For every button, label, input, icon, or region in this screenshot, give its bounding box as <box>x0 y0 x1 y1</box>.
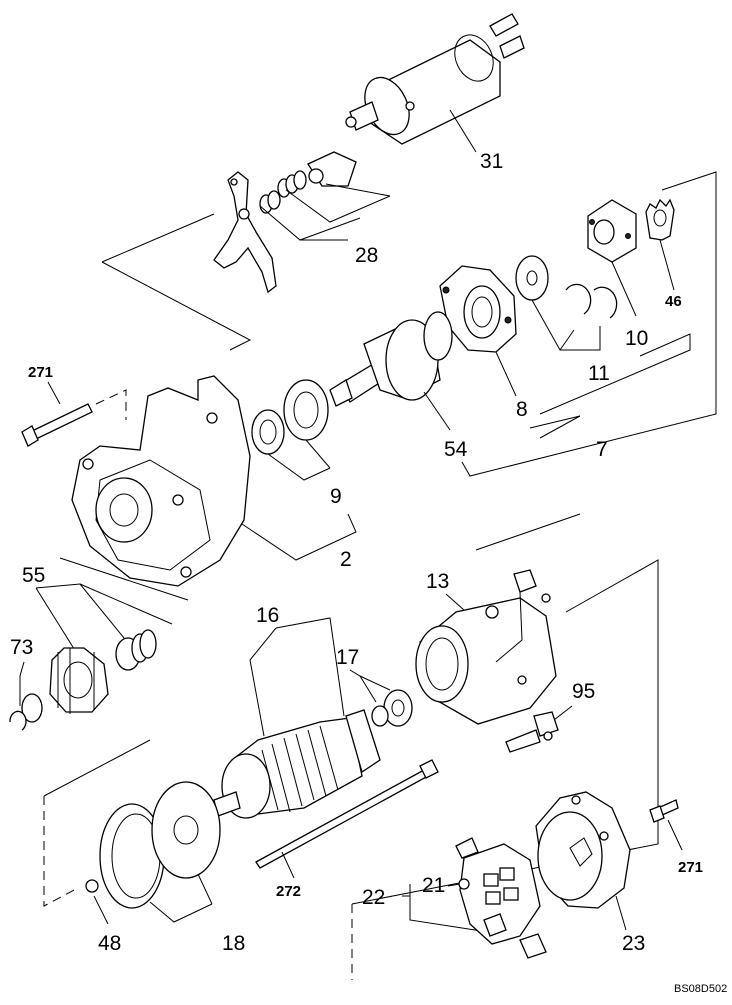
leader-18 <box>149 873 213 923</box>
leader-48 <box>93 895 109 925</box>
washer-part[interactable] <box>515 255 549 301</box>
leader-272 <box>281 851 295 879</box>
callout-10: 10 <box>625 327 648 350</box>
callout-95: 95 <box>572 680 595 703</box>
leader-13 <box>445 593 465 611</box>
leader-2 <box>241 513 357 561</box>
leader-8 <box>495 351 517 397</box>
leader-73 <box>19 661 25 706</box>
callout-16: 16 <box>256 604 279 627</box>
callout-73: 73 <box>10 636 33 659</box>
drawing-code: BS08D502 <box>674 983 727 995</box>
armature-part[interactable] <box>213 709 381 819</box>
armature-bearing-part[interactable] <box>371 689 413 727</box>
terminal-part[interactable] <box>505 711 559 753</box>
return-spring-part[interactable] <box>115 629 157 671</box>
drive-housing-part[interactable] <box>71 375 251 587</box>
callout-22: 22 <box>362 886 385 909</box>
leader-11 <box>531 299 601 351</box>
callout-46: 46 <box>665 293 682 310</box>
callout-21: 21 <box>422 874 445 897</box>
leader-46 <box>659 239 675 291</box>
leader-95 <box>553 705 573 721</box>
shift-lever-part[interactable] <box>213 171 277 294</box>
plunger-cap-part[interactable] <box>307 151 357 187</box>
leader-55 <box>35 557 189 653</box>
callout-271-lower: 271 <box>678 859 703 876</box>
callout-2: 2 <box>340 548 352 571</box>
end-cover-part[interactable] <box>535 791 631 909</box>
drive-end-cover-part[interactable] <box>587 199 637 263</box>
callout-8: 8 <box>516 398 528 421</box>
through-bolt-part[interactable] <box>255 759 439 869</box>
callout-31: 31 <box>480 150 503 173</box>
group-bracket-upper <box>101 171 717 477</box>
callout-55: 55 <box>22 564 45 587</box>
callout-23: 23 <box>622 932 645 955</box>
brush-holder-part[interactable] <box>455 837 547 959</box>
callout-272: 272 <box>276 883 301 900</box>
spring-part[interactable] <box>259 170 307 214</box>
drive-shaft-part[interactable] <box>329 311 453 407</box>
callout-271-upper: 271 <box>28 364 53 381</box>
callout-18: 18 <box>222 932 245 955</box>
callout-28: 28 <box>355 244 378 267</box>
pinion-gear-part[interactable] <box>645 198 675 241</box>
leader-7 <box>529 415 581 439</box>
pinion-part[interactable] <box>49 647 109 714</box>
yoke-part[interactable] <box>415 569 557 725</box>
callout-54: 54 <box>444 438 468 461</box>
bearing-part[interactable] <box>251 379 329 455</box>
clutch-housing-part[interactable] <box>439 265 517 353</box>
leader-7-group <box>539 333 691 415</box>
ball-part[interactable] <box>85 879 99 893</box>
leader-22 <box>402 884 489 933</box>
dust-cover-part[interactable] <box>151 781 221 879</box>
callout-7: 7 <box>596 438 608 461</box>
guide-271-upper <box>95 389 127 420</box>
callout-13: 13 <box>426 570 449 593</box>
leader-9 <box>267 439 331 481</box>
leader-54 <box>423 391 451 431</box>
leader-17 <box>349 669 391 703</box>
callout-48: 48 <box>98 932 121 955</box>
leader-31 <box>449 109 477 153</box>
snap-ring-part[interactable] <box>565 283 618 319</box>
leader-271-upper <box>47 381 61 405</box>
end-cover-bolt-part[interactable] <box>649 799 679 823</box>
group-bracket-18 <box>43 739 151 797</box>
leader-21 <box>447 883 461 887</box>
leader-23 <box>615 895 627 931</box>
callout-17: 17 <box>336 646 359 669</box>
solenoid-part[interactable] <box>345 13 525 145</box>
leader-10 <box>611 261 637 317</box>
callout-11: 11 <box>588 362 610 385</box>
leader-16 <box>249 617 345 737</box>
leader-271-lower <box>667 819 683 851</box>
callout-9: 9 <box>330 485 342 508</box>
bolt-part[interactable] <box>21 403 93 447</box>
leader-28 <box>259 183 391 241</box>
stop-ring-part[interactable] <box>9 693 43 731</box>
guide-48 <box>43 796 79 907</box>
